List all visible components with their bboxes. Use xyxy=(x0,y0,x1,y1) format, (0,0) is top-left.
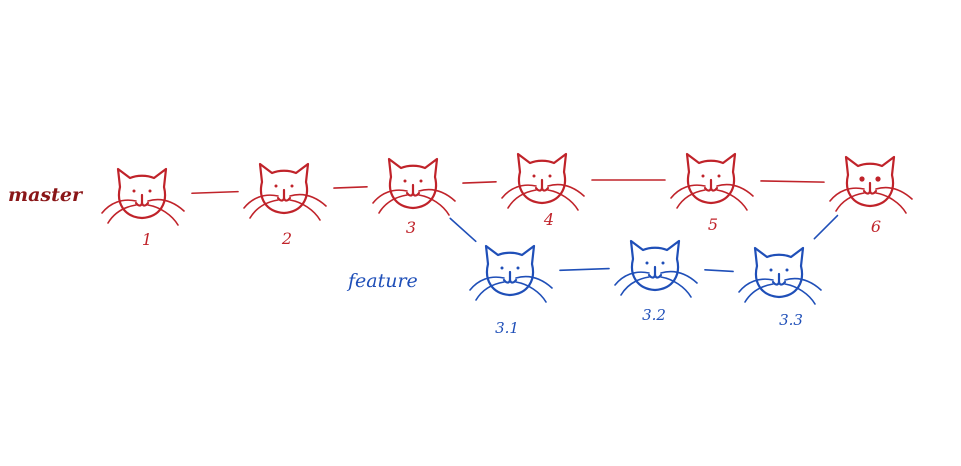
cat-head-icon xyxy=(738,246,822,305)
commit-node-1: 1 xyxy=(101,167,185,249)
commit-label: 3.2 xyxy=(642,306,666,324)
cat-head-icon xyxy=(372,157,456,216)
edge-1-to-2 xyxy=(191,190,239,195)
commit-node-3-1: 3.1 xyxy=(469,244,553,337)
edge-3.3-to-6 xyxy=(813,214,839,240)
edges-layer xyxy=(191,179,839,273)
commit-node-5: 5 xyxy=(670,152,754,234)
commit-label: 6 xyxy=(871,217,881,236)
cat-head-icon xyxy=(501,152,585,211)
commit-label: 2 xyxy=(281,229,292,248)
edge-3-to-4 xyxy=(462,180,497,184)
commit-node-6: 6 xyxy=(829,155,913,236)
master-branch-label: master xyxy=(8,184,84,206)
commit-label: 1 xyxy=(142,230,152,249)
commit-label: 3.1 xyxy=(495,319,519,337)
nodes-layer: 1 2 3 4 5 6 3.1 3.2 3.3 xyxy=(101,152,913,337)
cat-head-icon xyxy=(670,152,754,211)
edge-2-to-3 xyxy=(333,185,368,189)
cat-head-icon xyxy=(469,244,553,303)
cat-head-icon xyxy=(101,167,185,226)
cat-head-icon xyxy=(614,239,698,298)
edge-3-to-3.1 xyxy=(449,217,477,243)
edge-3.1-to-3.2 xyxy=(559,267,610,272)
edge-5-to-6 xyxy=(760,180,825,183)
commit-node-3-2: 3.2 xyxy=(614,239,698,324)
commit-node-2: 2 xyxy=(243,162,327,248)
commit-label: 3 xyxy=(406,218,416,237)
commit-label: 3.3 xyxy=(779,311,803,329)
commit-label: 4 xyxy=(543,210,554,229)
cat-head-icon xyxy=(243,162,327,221)
commit-label: 5 xyxy=(708,215,718,234)
commit-node-4: 4 xyxy=(501,152,585,229)
commit-node-3-3: 3.3 xyxy=(738,246,822,329)
cat-head-icon xyxy=(829,155,913,214)
edge-3.2-to-3.3 xyxy=(704,269,734,273)
commit-node-3: 3 xyxy=(372,157,456,237)
feature-branch-label: feature xyxy=(346,270,418,292)
